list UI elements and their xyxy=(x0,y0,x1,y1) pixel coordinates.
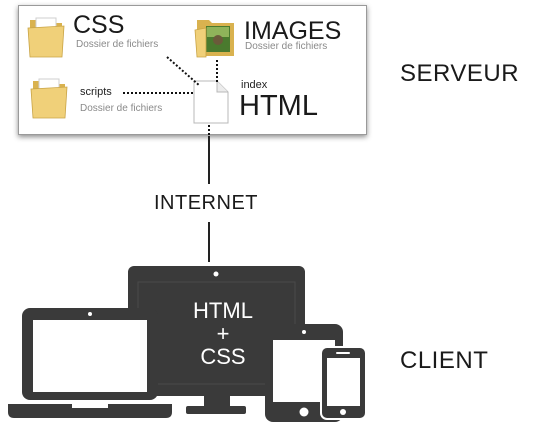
phone-icon xyxy=(320,346,367,420)
index-file-name: index xyxy=(241,79,268,91)
images-folder-name: IMAGES xyxy=(244,17,342,45)
images-folder-description: Dossier de fichiers xyxy=(245,41,328,52)
scripts-folder-icon[interactable] xyxy=(29,75,69,121)
connection-line-bottom xyxy=(208,222,210,262)
server-file-window xyxy=(18,5,367,135)
internet-label: INTERNET xyxy=(154,192,258,214)
connection-line-top xyxy=(208,136,210,184)
index-file-type: HTML xyxy=(239,90,318,122)
css-folder-icon[interactable] xyxy=(26,14,66,60)
index-file-icon[interactable] xyxy=(193,80,229,124)
screen-line-plus: + xyxy=(216,321,230,346)
monitor-screen-text: HTML + CSS xyxy=(183,299,263,368)
scripts-folder-description: Dossier de fichiers xyxy=(80,103,163,114)
css-link xyxy=(166,56,201,87)
server-label: SERVEUR xyxy=(400,60,520,87)
client-label: CLIENT xyxy=(400,347,489,374)
css-folder-description: Dossier de fichiers xyxy=(76,39,159,50)
screen-line-html: HTML xyxy=(193,298,253,323)
screen-line-css: CSS xyxy=(200,344,246,369)
laptop-icon xyxy=(8,308,172,418)
css-folder-name: CSS xyxy=(73,11,125,39)
scripts-folder-name: scripts xyxy=(80,86,112,98)
images-folder-icon[interactable] xyxy=(194,14,238,60)
